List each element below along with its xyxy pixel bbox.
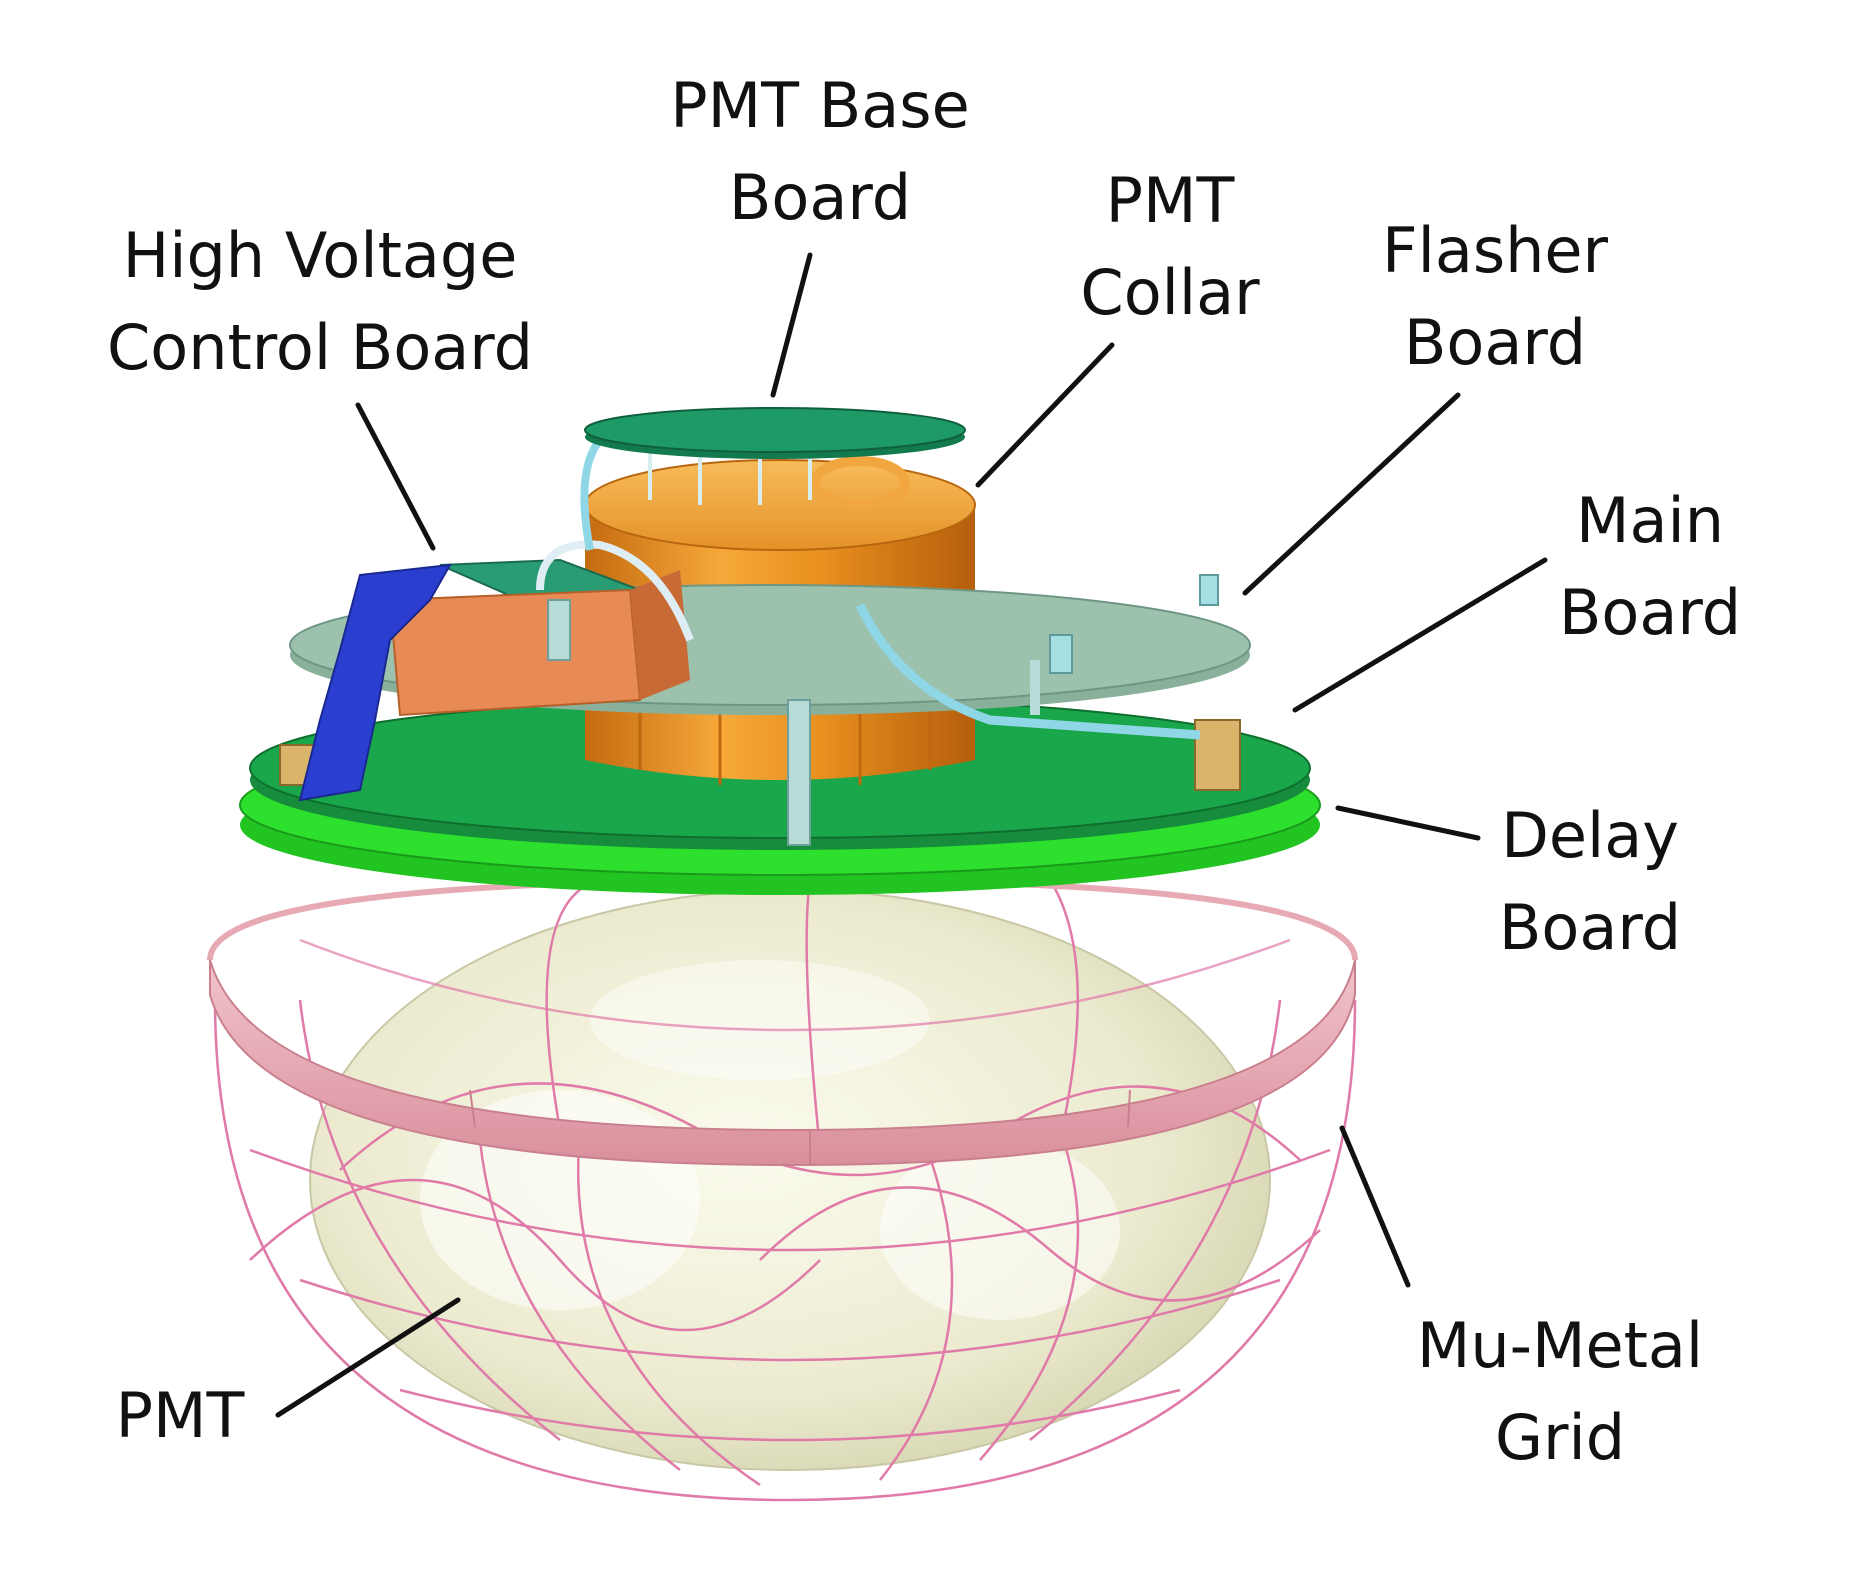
grid-wire xyxy=(213,999,1357,1502)
label-line: PMT xyxy=(1105,164,1235,237)
label-line: Control Board xyxy=(106,311,534,384)
label-line: PMT Base xyxy=(670,69,970,142)
collar-coil xyxy=(810,456,910,510)
led xyxy=(1049,634,1073,674)
leader-hv-control-board xyxy=(355,402,436,551)
grid-wire xyxy=(339,1082,1301,1177)
label-main-board: Main Board xyxy=(1540,475,1760,659)
grid-wire xyxy=(299,1278,1281,1362)
label-delay-board: Delay Board xyxy=(1480,790,1700,974)
grid-wire xyxy=(805,879,822,1151)
mu-metal-grid xyxy=(213,878,1357,1502)
leader-mu-metal-grid xyxy=(1339,1125,1411,1288)
leader-pmt xyxy=(275,1297,461,1418)
label-line: High Voltage xyxy=(122,219,518,292)
pmt-base-board xyxy=(580,407,966,551)
grid-wire xyxy=(299,938,1291,1032)
grid-wire xyxy=(879,1129,954,1481)
grid-wire xyxy=(249,1148,1331,1252)
grid-wire xyxy=(759,1186,1321,1302)
label-pmt-collar: PMT Collar xyxy=(1040,155,1300,339)
ring-seam xyxy=(469,1089,476,1128)
leader-flasher-board xyxy=(1242,392,1461,596)
label-line: Main xyxy=(1575,484,1724,557)
hv-potting xyxy=(388,588,642,717)
ribbon-cable xyxy=(298,563,452,802)
collar-top xyxy=(584,459,976,551)
cable xyxy=(536,540,694,642)
label-line: Delay xyxy=(1501,799,1679,872)
label-line: Grid xyxy=(1494,1401,1626,1474)
grid-wire xyxy=(1048,879,1079,1141)
label-line: Flasher xyxy=(1381,214,1609,287)
label-pmt: PMT xyxy=(90,1370,270,1462)
pmt-highlight xyxy=(590,960,930,1080)
leader-pmt-base-board xyxy=(770,252,813,398)
leader-lines xyxy=(275,252,1548,1418)
pmt-bulb xyxy=(309,889,1271,1471)
label-line: Mu-Metal xyxy=(1416,1309,1704,1382)
label-pmt-base-board: PMT Base Board xyxy=(640,60,1000,244)
standoff xyxy=(547,599,571,661)
label-flasher-board: Flasher Board xyxy=(1350,205,1640,389)
standoff xyxy=(787,699,811,846)
label-line: Board xyxy=(728,161,912,234)
label-line: PMT xyxy=(115,1379,245,1452)
ring-band xyxy=(209,959,1356,1167)
grid-wire xyxy=(249,1178,821,1332)
label-line: Board xyxy=(1403,306,1587,379)
ring-seam xyxy=(1127,1089,1131,1128)
pmt-highlight xyxy=(880,1140,1120,1320)
label-line: Board xyxy=(1558,576,1742,649)
label-line: Board xyxy=(1498,891,1682,964)
label-hv-control-board: High Voltage Control Board xyxy=(90,210,550,394)
grid-wire xyxy=(979,1129,1080,1461)
base-board-top xyxy=(584,407,966,453)
leader-main-board xyxy=(1292,557,1548,713)
label-line: Collar xyxy=(1080,256,1260,329)
grid-wire xyxy=(576,1129,761,1487)
led xyxy=(1199,574,1219,606)
leader-pmt-collar xyxy=(975,342,1115,488)
label-mu-metal-grid: Mu-Metal Grid xyxy=(1390,1300,1730,1484)
connector xyxy=(1194,719,1241,791)
grid-wire xyxy=(478,1139,681,1471)
hv-control-board xyxy=(298,540,694,802)
cable xyxy=(580,437,604,551)
standoff xyxy=(1030,660,1040,715)
leader-delay-board xyxy=(1335,805,1481,841)
cable xyxy=(855,603,1201,740)
